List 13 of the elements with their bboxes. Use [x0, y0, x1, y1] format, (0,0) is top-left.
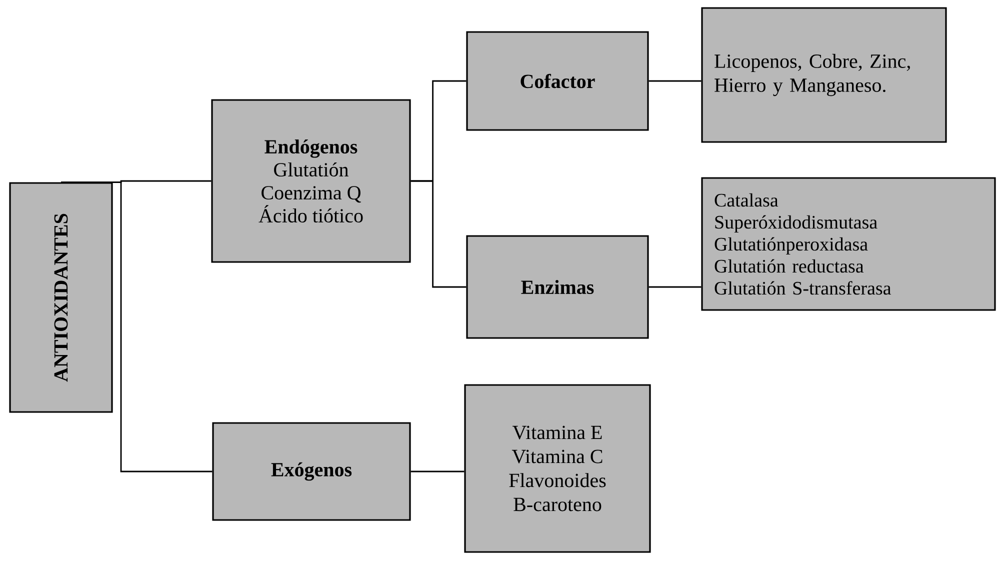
- connector-line: [648, 286, 702, 288]
- connector-line: [61, 182, 212, 472]
- category-box: Endógenos Glutatión Coenzima Q Ácido tiótico: [211, 99, 411, 263]
- category-box: Exógenos: [212, 422, 411, 521]
- connector-line: [410, 470, 464, 472]
- list-box: Catalasa Superóxidodismutasa Glutatiónperoxidasa Glutatión reductasa Glutatión S-transferasa: [701, 177, 996, 311]
- list-box: Vitamina E Vitamina C Flavonoides B-caroteno: [464, 384, 651, 553]
- connector-line: [410, 180, 466, 288]
- category-box: ANTIOXIDANTES: [9, 182, 113, 413]
- category-box: Cofactor: [466, 31, 649, 131]
- connector-line: [648, 80, 702, 82]
- list-box: Licopenos, Cobre, Zinc, Hierro y Manganeso.: [701, 7, 947, 143]
- category-box: Enzimas: [466, 235, 649, 339]
